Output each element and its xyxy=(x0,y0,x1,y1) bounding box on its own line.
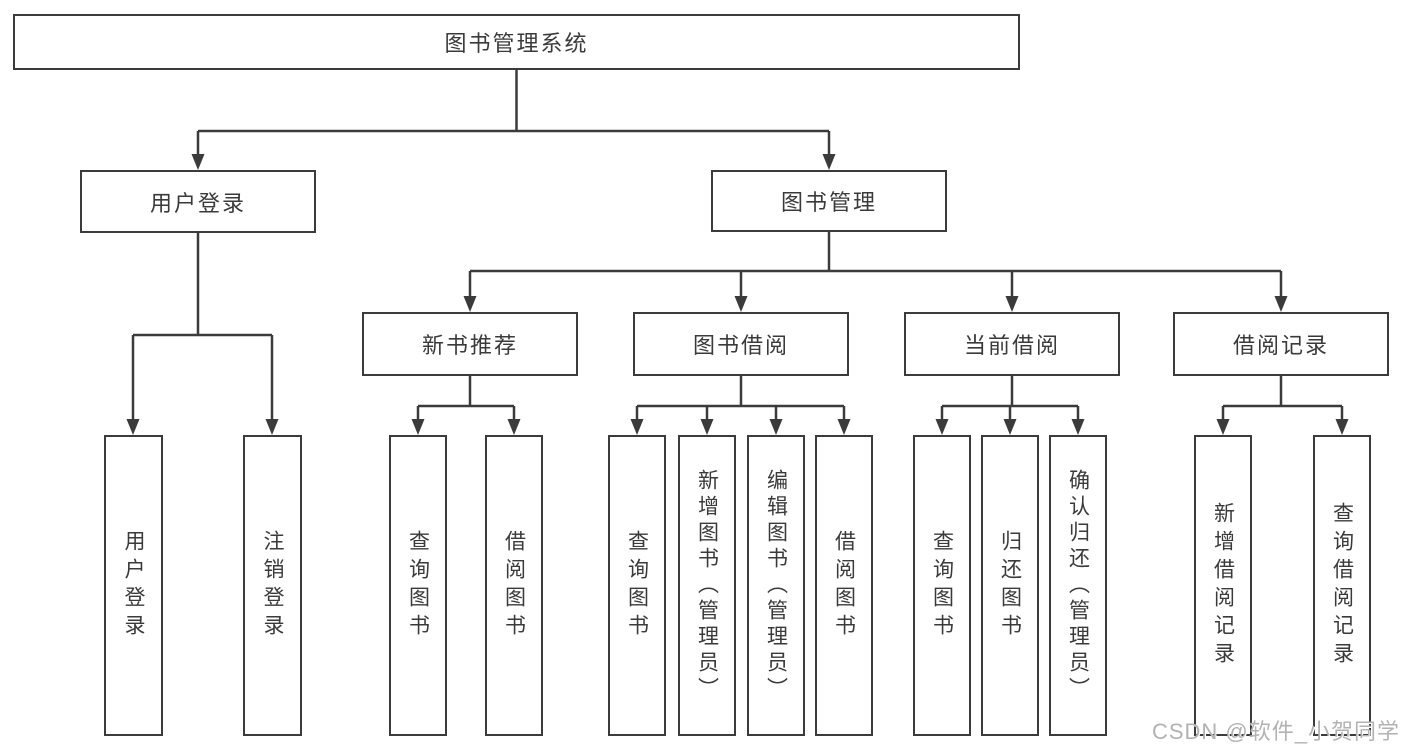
node-current-borrowing: 当前借阅 xyxy=(904,312,1120,376)
node-new-book-recommendation: 新书推荐 xyxy=(362,312,578,376)
node-book-borrowing: 图书借阅 xyxy=(633,312,849,376)
leaf-logout: 注销登录 xyxy=(243,435,302,736)
leaf-add-books-admin: 新增图书（管理员） xyxy=(678,435,736,736)
leaf-user-login: 用户登录 xyxy=(104,435,163,736)
leaf-add-borrow-record: 新增借阅记录 xyxy=(1194,435,1252,736)
leaf-return-books: 归还图书 xyxy=(981,435,1039,736)
leaf-query-books-current: 查询图书 xyxy=(913,435,971,736)
leaf-confirm-return-admin: 确认归还（管理员） xyxy=(1049,435,1107,736)
leaf-query-borrow-record: 查询借阅记录 xyxy=(1313,435,1371,736)
leaf-borrow-books: 借阅图书 xyxy=(815,435,873,736)
edge-borrowrecord-to-leaves xyxy=(1221,376,1344,421)
edge-newbook-to-leaves xyxy=(416,376,516,421)
edge-bookmgmt-to-level3 xyxy=(468,232,1283,299)
edge-root-to-level2 xyxy=(196,70,831,157)
csdn-watermark: CSDN @软件_小贺同学 xyxy=(1151,719,1400,744)
edge-currentborrow-to-leaves xyxy=(940,376,1080,421)
leaf-borrow-books-recommend: 借阅图书 xyxy=(485,435,543,736)
leaf-query-books-recommend: 查询图书 xyxy=(389,435,447,736)
node-borrowing-records: 借阅记录 xyxy=(1173,312,1389,376)
node-library-management-system: 图书管理系统 xyxy=(13,14,1020,70)
edge-userlogin-to-leaves xyxy=(131,233,274,421)
edge-bookborrow-to-leaves xyxy=(635,376,846,421)
leaf-edit-books-admin: 编辑图书（管理员） xyxy=(747,435,805,736)
node-book-management: 图书管理 xyxy=(711,170,947,232)
leaf-query-books-borrow: 查询图书 xyxy=(608,435,666,736)
node-user-login: 用户登录 xyxy=(80,170,316,233)
